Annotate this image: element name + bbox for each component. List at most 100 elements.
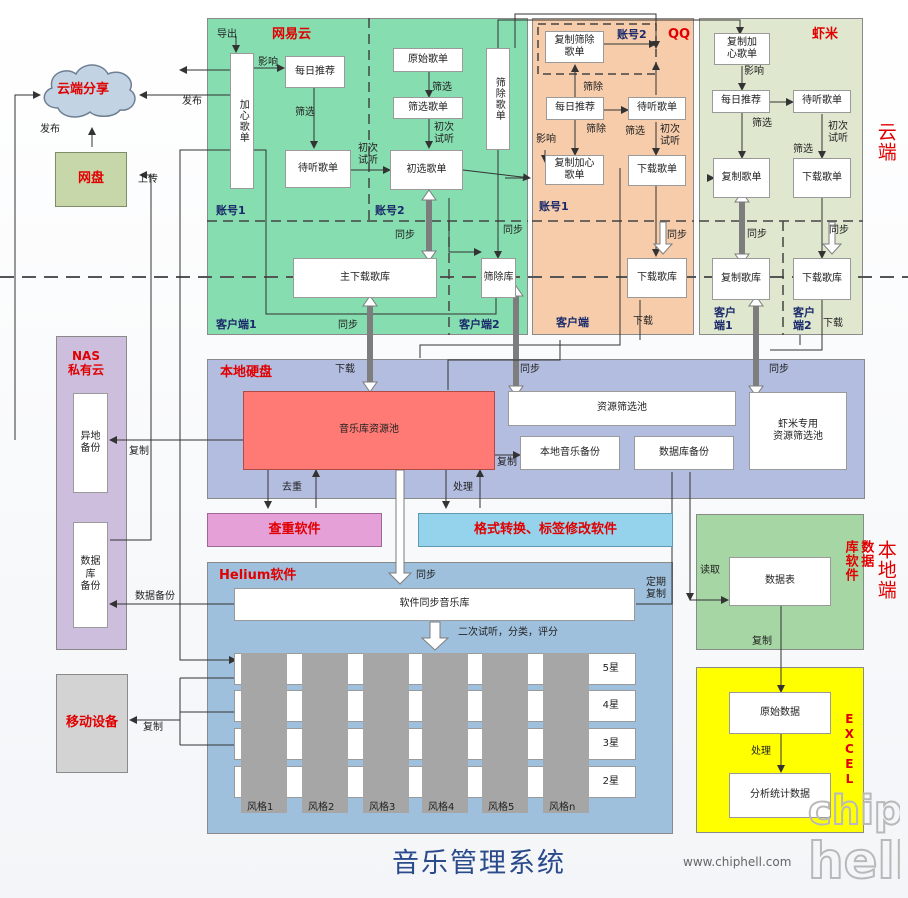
svg-text:hell: hell: [808, 832, 900, 886]
qq-pending-box: 待听歌单: [628, 97, 686, 120]
software-lib-box: 软件同步音乐库: [234, 588, 635, 621]
helium-sync-label: 同步: [416, 570, 436, 581]
netease-filtered-box: 筛选歌单: [393, 97, 463, 119]
xiami-sync2-label: 同步: [829, 225, 849, 236]
qq-first-listen-label: 初次 试听: [660, 124, 680, 147]
netease-filter2-label: 筛选: [432, 82, 452, 93]
xiami-copy-lib-box: 复制歌库: [712, 258, 770, 300]
helium-title: Helium软件: [219, 568, 297, 583]
mobile-device-box: 移动设备: [56, 674, 128, 773]
qq-account2-dashed-box: [537, 23, 657, 75]
qq-account1-label: 账号1: [539, 200, 569, 213]
xiami-sync-label: 同步: [747, 229, 767, 240]
style-label: 风格2: [308, 802, 335, 813]
cloud-shape: [43, 64, 136, 118]
netease-account2-label: 账号2: [375, 204, 405, 217]
local-backup-box: 本地音乐备份: [520, 436, 620, 470]
qq-filter2-label: 筛除: [586, 124, 606, 135]
xiami-daily-box: 每日推荐: [712, 90, 770, 113]
xiami-influence-label: 影响: [744, 66, 764, 77]
watermark-url: www.chiphell.com: [683, 855, 792, 869]
dedup-software-box: 查重软件: [207, 513, 382, 547]
read-label: 读取: [700, 565, 720, 576]
xiami-flow-arrows: [707, 66, 826, 259]
netease-daily-box: 每日推荐: [285, 56, 345, 88]
xiami-client1-label: 客户 端1: [714, 306, 736, 333]
qq-influence-label: 影响: [536, 134, 556, 145]
qq-flow-arrows: [541, 40, 660, 257]
netease-remove-lib-box: 筛除库: [481, 258, 516, 298]
xiami-filter-label: 筛选: [752, 118, 772, 129]
xiami-download-label: 下载: [823, 318, 843, 329]
star-row-label: 2星: [602, 775, 619, 787]
local-sync-label: 同步: [520, 364, 540, 375]
netease-client2-label: 客户端2: [459, 318, 500, 331]
xiami-copy-list-box: 复制歌单: [713, 158, 770, 198]
netease-sync1-label: 同步: [395, 230, 415, 241]
netease-filter-label: 筛选: [295, 107, 315, 118]
netease-fav-list: 加心歌单: [230, 53, 254, 189]
qq-download-label: 下载: [633, 316, 653, 327]
style-label: 风格5: [488, 802, 515, 813]
netease-first-listen-label: 初次 试听: [358, 143, 378, 166]
second-listen-label: 二次试听，分类，评分: [458, 627, 558, 638]
raw-data-box: 原始数据: [729, 692, 831, 734]
music-pool-box: 音乐库资源池: [243, 391, 495, 470]
xiami-client2-label: 客户 端2: [793, 306, 815, 333]
star-row-label: 3星: [602, 737, 619, 749]
db-software-title: 数据 库软件: [842, 540, 874, 582]
style-label: 风格1: [247, 802, 274, 813]
style-label: 风格3: [369, 802, 396, 813]
local-side-label: 本地端: [874, 540, 897, 600]
netease-flow-arrows: [139, 13, 744, 664]
qq-title: QQ: [668, 27, 691, 42]
xiami-pending-box: 待听歌单: [793, 90, 851, 113]
mobile-copy-label: 复制: [143, 722, 163, 733]
qq-filter-label: 筛除: [583, 82, 603, 93]
netease-plain-lines: [265, 278, 497, 315]
publish-label-2: 发布: [40, 124, 60, 135]
style-label: 风格4: [428, 802, 455, 813]
star-row-label: 5星: [602, 662, 619, 674]
svg-text:chip: chip: [808, 788, 900, 834]
excel-process-label: 处理: [751, 746, 771, 757]
xiami-plain-lines: [505, 177, 823, 351]
dedup-software-label: 查重软件: [268, 521, 321, 537]
qq-download-lib-box: 下载歌库: [627, 258, 687, 298]
stats-data-box: 分析统计数据: [729, 773, 831, 818]
style-column: [302, 653, 348, 813]
qq-plain-lines: [419, 168, 641, 358]
netease-sync3-label: 同步: [338, 320, 358, 331]
process-label: 处理: [453, 482, 473, 493]
netdisk-box: 网盘: [55, 152, 127, 207]
xiami-download-list-box: 下载歌单: [793, 158, 851, 198]
style-label: 风格n: [549, 802, 576, 813]
local-sync2-label: 同步: [769, 364, 789, 375]
style-column: [363, 653, 409, 813]
xiami-filter2-label: 筛选: [793, 144, 813, 155]
dedup-label: 去重: [282, 482, 302, 493]
cloud-share-label: 云端分享: [57, 82, 110, 97]
nas-copy-label: 复制: [129, 446, 149, 457]
hollow-block-arrows: [387, 221, 843, 651]
style-column: [543, 653, 589, 813]
export-label: 导出: [217, 29, 237, 40]
netease-main-lib-box: 主下载歌库: [293, 258, 437, 298]
netease-original-box: 原始歌单: [393, 48, 463, 72]
star-row-label: 4星: [602, 699, 619, 711]
xiami-first-listen-label: 初次 试听: [828, 121, 848, 144]
local-download-label: 下载: [335, 364, 355, 375]
netease-account1-label: 账号1: [216, 204, 246, 217]
qq-filter3-label: 筛选: [625, 126, 645, 137]
style-column: [482, 653, 528, 813]
local-flow-arrows: [14, 91, 785, 773]
periodic-copy-label: 定期 复制: [646, 577, 666, 600]
db-backup-label: 数据备份: [135, 591, 175, 602]
sync-double-arrows: [367, 196, 759, 392]
xiami-title: 虾米: [812, 27, 839, 42]
qq-copy-fav-box: 复制加心 歌单: [545, 155, 604, 185]
format-software-label: 格式转换、标签修改软件: [473, 521, 617, 537]
netdisk-label: 网盘: [77, 171, 104, 187]
diagram-title: 音乐管理系统: [392, 848, 566, 879]
